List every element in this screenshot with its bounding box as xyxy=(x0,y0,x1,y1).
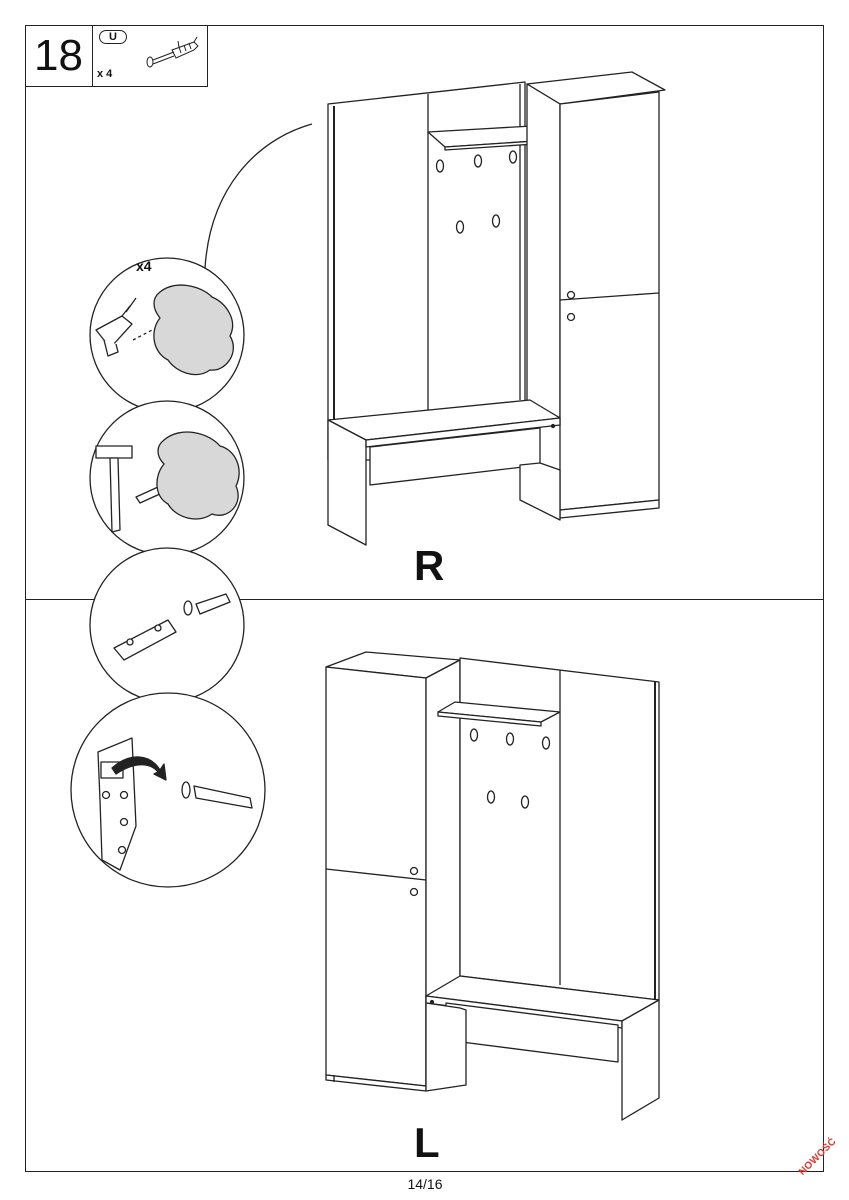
bracket-icon xyxy=(113,619,177,661)
detail-bracket xyxy=(89,547,245,703)
detail-hammer xyxy=(89,400,245,556)
assembly-left xyxy=(325,651,660,1121)
wall-plug-screw-icon xyxy=(146,36,199,68)
variant-right-label: R xyxy=(414,542,445,589)
part-label: U xyxy=(99,30,127,44)
hook-row xyxy=(435,150,518,234)
detail-drill xyxy=(89,257,245,413)
section-divider xyxy=(25,599,824,600)
drill-quantity-label: x4 xyxy=(136,258,152,274)
variant-left-label: L xyxy=(414,1119,440,1166)
assembly-right xyxy=(327,71,666,546)
wall-texture-icon xyxy=(156,431,240,520)
dowel-icon xyxy=(183,593,231,616)
page-frame xyxy=(25,25,824,1172)
bracket-icon xyxy=(97,737,137,871)
hammer-icon xyxy=(95,445,133,533)
page-number: 14/16 xyxy=(407,1176,443,1192)
dowel-icon xyxy=(181,781,253,809)
detail-mounting xyxy=(70,692,266,888)
parts-box: U x 4 xyxy=(92,25,208,87)
drill-icon xyxy=(95,297,137,357)
step-number: 18 xyxy=(25,25,93,87)
curved-arrow-icon xyxy=(111,756,167,781)
hook-row xyxy=(469,728,551,809)
wall-texture-icon xyxy=(153,284,234,376)
part-quantity: x 4 xyxy=(97,68,113,80)
